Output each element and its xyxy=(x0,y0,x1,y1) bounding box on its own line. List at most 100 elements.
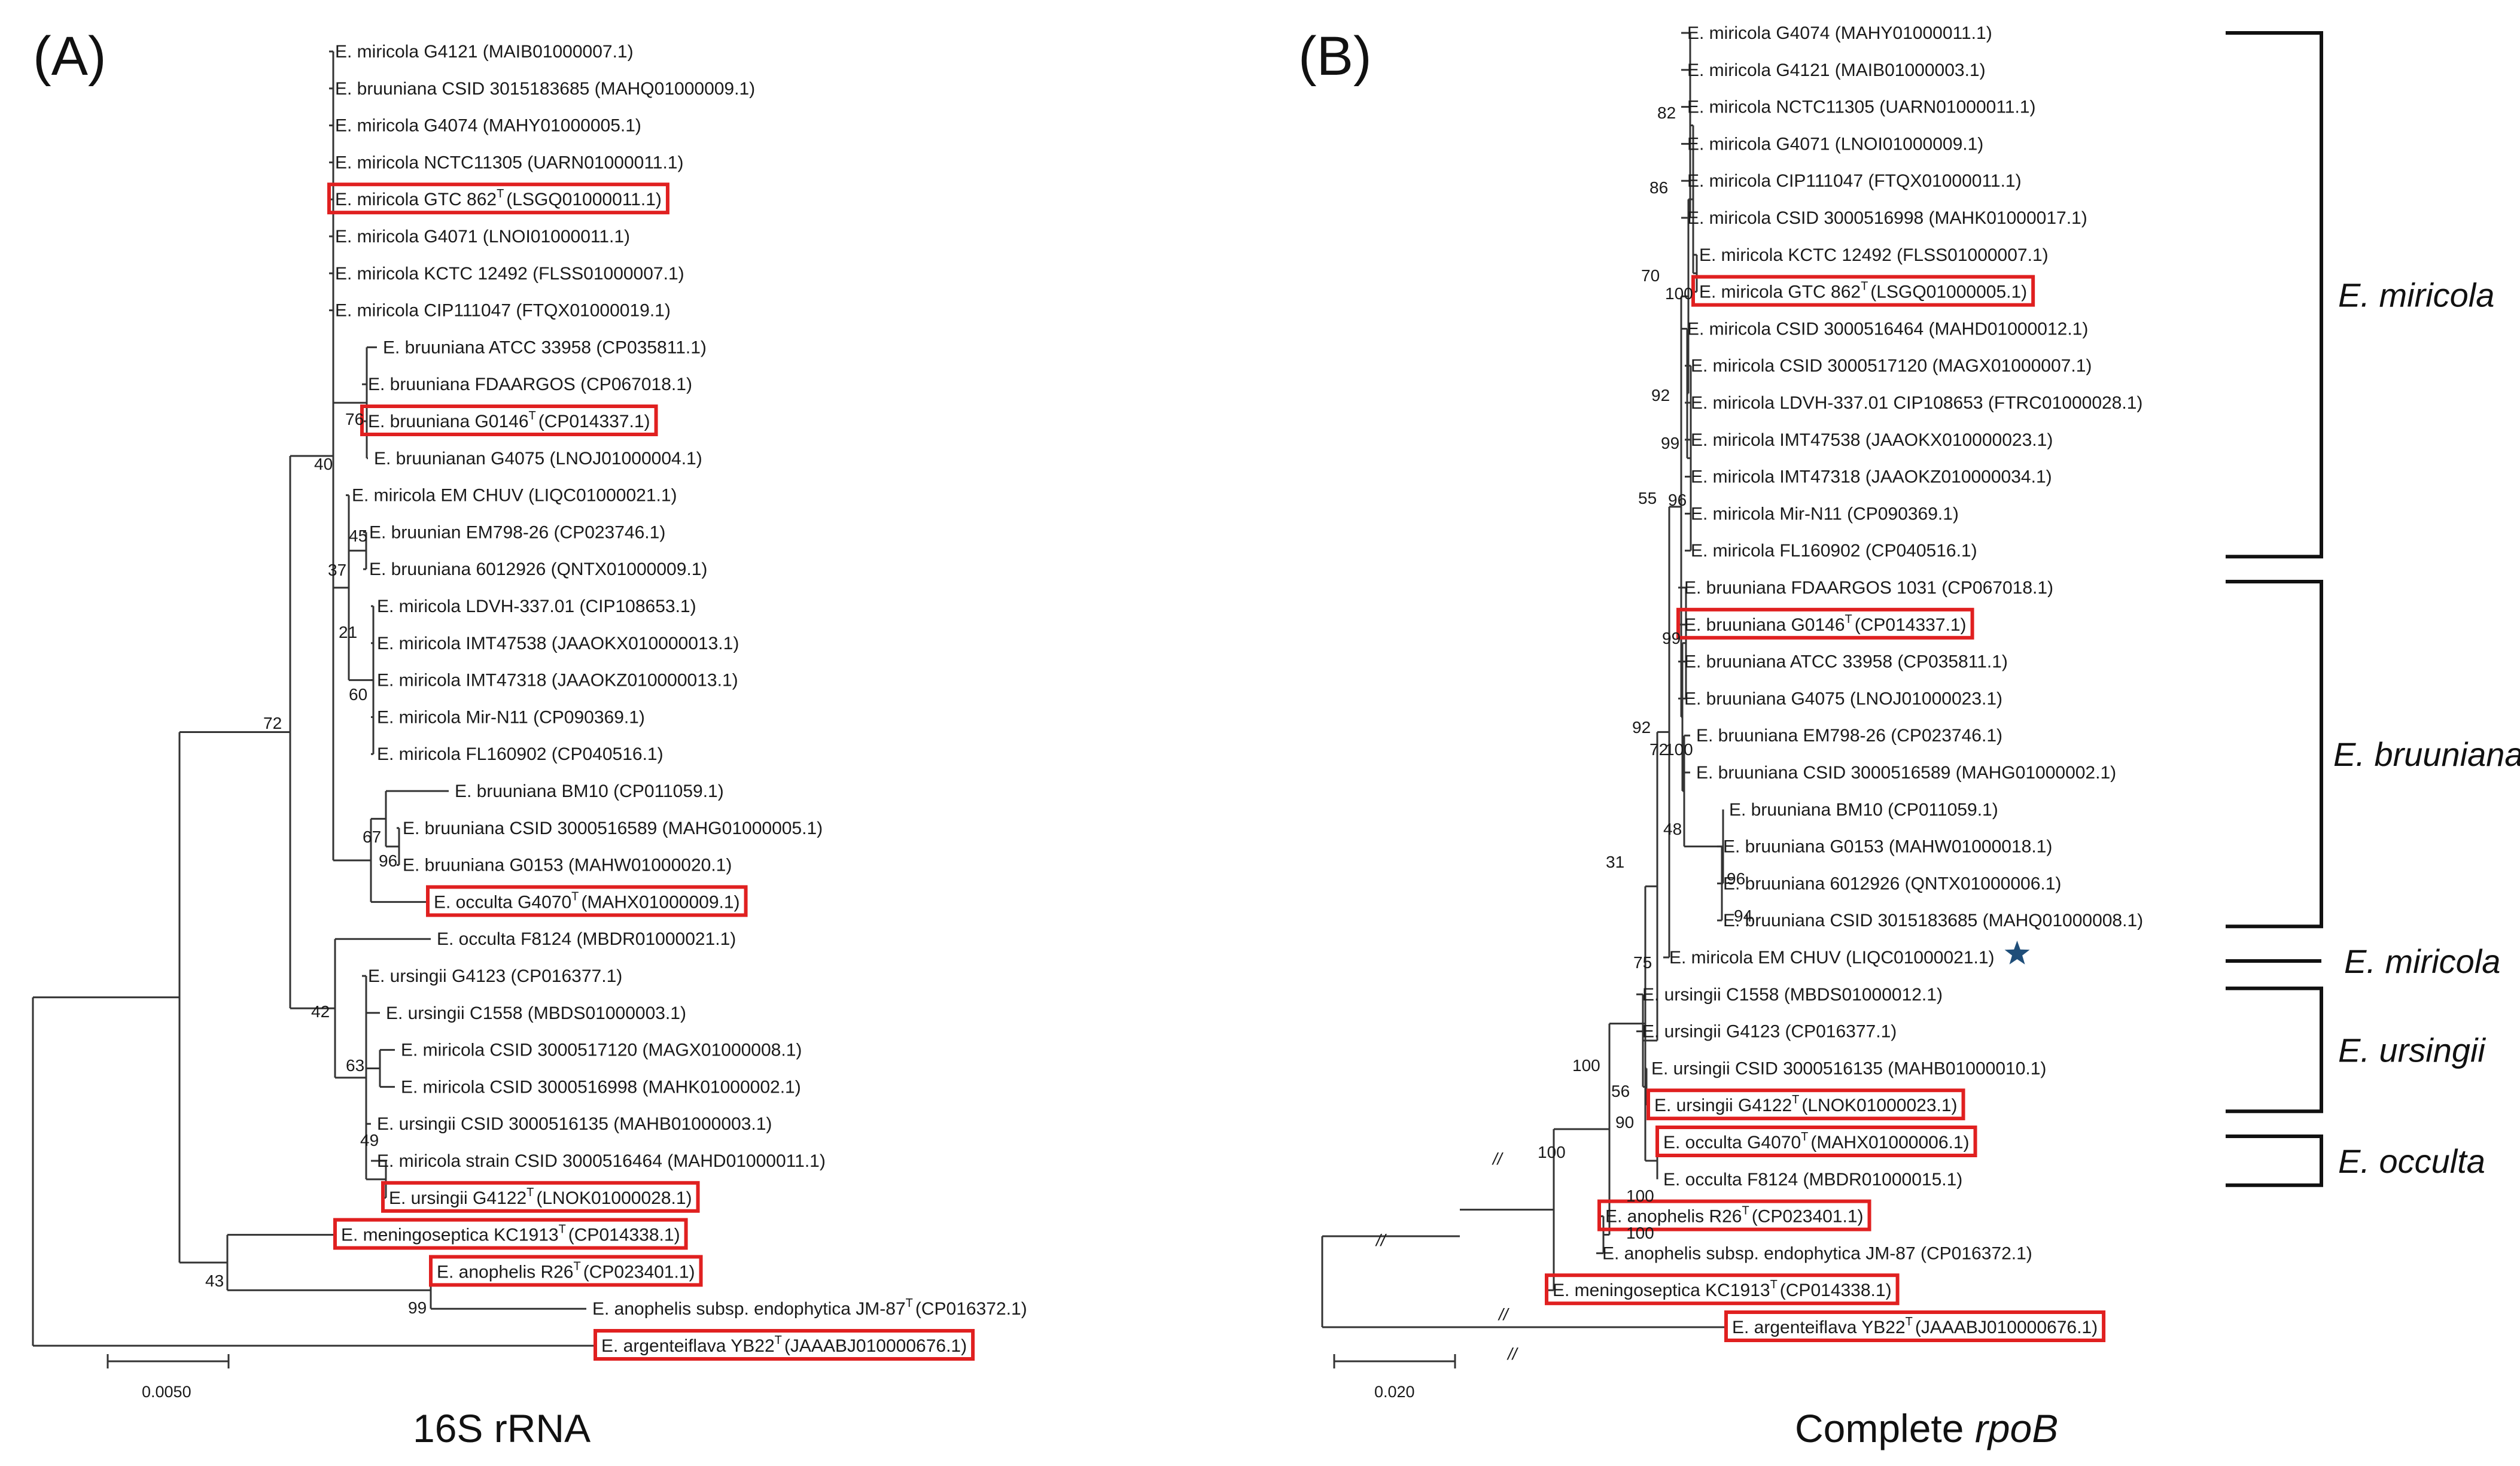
panel_a-bootstrap-value: 42 xyxy=(311,1002,330,1021)
leaf-name: E. argenteiflava YB22 xyxy=(601,1336,775,1356)
panel_a-leaf-label: E. miricola strain CSID 3000516464 (MAHD… xyxy=(377,1151,826,1171)
type-strain-highlight-box xyxy=(429,1255,703,1287)
panel_b-leaf-label: E. ursingii G4122T(LNOK01000023.1) xyxy=(1654,1093,1958,1115)
panel_b-leaf-label: E. bruuniana G4075 (LNOJ01000023.1) xyxy=(1684,689,2002,708)
panel_a-leaf-label: E. meningoseptica KC1913T(CP014338.1) xyxy=(341,1223,680,1245)
panel_b-leaf-label: E. miricola EM CHUV (LIQC01000021.1) xyxy=(1669,948,1995,968)
panel_a-leaf-label: E. occulta F8124 (MBDR01000021.1) xyxy=(437,929,736,949)
branch-break-mark: // xyxy=(1498,1305,1510,1324)
panel_b-leaf-label: E. miricola G4074 (MAHY01000011.1) xyxy=(1687,23,1992,43)
panel_a-leaf-label: E. miricola G4071 (LNOI01000011.1) xyxy=(335,227,630,247)
panel_b-leaf-label: E. miricola IMT47318 (JAAOKZ010000034.1) xyxy=(1691,467,2052,487)
leaf-name: E. miricola G4074 (MAHY01000011.1) xyxy=(1687,23,1992,43)
clade-label: E. ursingii xyxy=(2338,1032,2486,1069)
panel_b-bootstrap-value: 100 xyxy=(1665,284,1693,303)
leaf-name: E. miricola G4071 (LNOI01000009.1) xyxy=(1687,134,1983,154)
panel_b-bootstrap-value: 86 xyxy=(1649,178,1668,197)
leaf-accession: (CP014338.1) xyxy=(568,1225,680,1245)
leaf-name: E. miricola CSID 3000516464 (MAHD0100001… xyxy=(1687,319,2088,339)
leaf-name: E. bruuniana BM10 (CP011059.1) xyxy=(1729,800,1998,820)
panel_b-leaf-label: E. occulta F8124 (MBDR01000015.1) xyxy=(1663,1170,1962,1190)
leaf-name: E. meningoseptica KC1913 xyxy=(341,1225,559,1245)
type-strain-mark: T xyxy=(1906,1315,1913,1328)
panel_b-leaf-label: E. ursingii G4123 (CP016377.1) xyxy=(1642,1022,1897,1042)
type-strain-highlight-box xyxy=(426,885,748,917)
panel_b-bootstrap-value: 56 xyxy=(1611,1082,1630,1100)
panel_b-leaf-label: E. occulta G4070T(MAHX01000006.1) xyxy=(1663,1130,1970,1152)
panel_a-leaf-label: E. miricola IMT47318 (JAAOKZ010000013.1) xyxy=(377,671,738,691)
clade-label: E. miricola xyxy=(2344,942,2500,980)
leaf-name: E. miricola CIP111047 (FTQX01000019.1) xyxy=(335,301,671,321)
panel_b-leaf-label: E. bruuniana FDAARGOS 1031 (CP067018.1) xyxy=(1684,578,2053,598)
clade-bracket xyxy=(2226,580,2323,929)
panel_a-leaf-label: E. miricola CIP111047 (FTQX01000019.1) xyxy=(335,301,671,321)
panel_a-leaf-label: E. miricola GTC 862T(LSGQ01000011.1) xyxy=(335,187,662,209)
panel_a-leaf-label: E. ursingii G4123 (CP016377.1) xyxy=(368,966,622,986)
leaf-name: E. bruuniana G0146 xyxy=(368,412,529,431)
panel_b-bootstrap-value: 99 xyxy=(1662,629,1681,647)
panel_b-leaf-label: E. miricola GTC 862T(LSGQ01000005.1) xyxy=(1699,280,2027,302)
leaf-name: E. ursingii G4122 xyxy=(1654,1096,1792,1115)
clade-bracket xyxy=(2226,986,2323,1114)
panel_a-bootstrap-value: 45 xyxy=(349,527,367,545)
panel_a-bootstrap-value: 49 xyxy=(360,1131,379,1149)
leaf-name: E. occulta G4070 xyxy=(434,892,571,912)
leaf-name: E. bruuniana ATCC 33958 (CP035811.1) xyxy=(383,337,707,357)
leaf-name: E. miricola CSID 3000516998 (MAHK0100000… xyxy=(401,1077,801,1097)
leaf-name: E. bruuniana ATCC 33958 (CP035811.1) xyxy=(1684,652,2008,672)
leaf-name: E. miricola GTC 862 xyxy=(1699,282,1861,302)
panel_b-bootstrap-value: 100 xyxy=(1572,1056,1600,1075)
leaf-name: E. bruuniana CSID 3015183685 (MAHQ010000… xyxy=(1723,911,2143,930)
type-strain-mark: T xyxy=(574,1260,581,1273)
leaf-name: E. anophelis subsp. endophytica JM-87 (C… xyxy=(1602,1243,2032,1263)
leaf-name: E. bruuniana CSID 3000516589 (MAHG010000… xyxy=(1696,763,2116,783)
leaf-name: E. bruuniana G4075 (LNOJ01000023.1) xyxy=(1684,689,2002,708)
type-strain-mark: T xyxy=(1801,1130,1808,1143)
panel_a-leaf-label: E. occulta G4070T(MAHX01000009.1) xyxy=(434,890,740,912)
type-strain-mark: T xyxy=(571,890,579,903)
panel_b-bootstrap-value: 96 xyxy=(1727,869,1745,888)
type-strain-mark: T xyxy=(559,1223,566,1236)
leaf-accession: (CP023401.1) xyxy=(1752,1207,1864,1227)
panel_b-bootstrap-value: 96 xyxy=(1668,491,1687,509)
leaf-accession: (LNOK01000023.1) xyxy=(1801,1096,1957,1115)
panel_b-bootstrap-value: 90 xyxy=(1615,1113,1634,1132)
panel_a-leaf-label: E. miricola NCTC11305 (UARN01000011.1) xyxy=(335,153,683,172)
panel_a-leaf-label: E. bruuniana FDAARGOS (CP067018.1) xyxy=(368,375,692,394)
panel_a-leaf-label: E. bruuniana G0146T(CP014337.1) xyxy=(368,409,650,431)
panel_b-leaf-label: E. anophelis subsp. endophytica JM-87 (C… xyxy=(1602,1243,2032,1263)
leaf-name: E. miricola G4121 (MAIB01000003.1) xyxy=(1687,60,1986,80)
panel_a-bootstrap-value: 40 xyxy=(314,455,333,473)
panel_b-leaf-label: E. bruuniana CSID 3015183685 (MAHQ010000… xyxy=(1723,911,2143,930)
leaf-name: E. ursingii G4123 (CP016377.1) xyxy=(368,966,622,986)
clade-bracket xyxy=(2226,1135,2323,1187)
type-strain-mark: T xyxy=(1792,1093,1799,1106)
type-strain-highlight-box xyxy=(381,1181,700,1213)
panel_a-bootstrap-value: 21 xyxy=(339,623,357,641)
leaf-name: E. miricola CSID 3000517120 (MAGX0100000… xyxy=(1691,356,2092,376)
panel_a-leaf-label: E. miricola G4121 (MAIB01000007.1) xyxy=(335,42,634,62)
leaf-accession: (MAHX01000006.1) xyxy=(1810,1133,1969,1152)
leaf-name: E. bruuniana FDAARGOS 1031 (CP067018.1) xyxy=(1684,578,2053,598)
leaf-name: E. bruuniana CSID 3015183685 (MAHQ010000… xyxy=(335,79,755,99)
scale-bar-a: 0.0050 xyxy=(106,1354,230,1401)
panel_a-leaf-label: E. bruunianan G4075 (LNOJ01000004.1) xyxy=(374,449,702,469)
panel-b-caption-gene: rpoB xyxy=(1975,1406,2058,1450)
tree-b-branch-breaks: //////// xyxy=(1375,1149,1519,1363)
leaf-accession: (JAAABJ010000676.1) xyxy=(1915,1318,2098,1337)
leaf-accession: (CP014338.1) xyxy=(1780,1281,1892,1300)
leaf-name: E. miricola GTC 862 xyxy=(335,190,497,209)
leaf-name: E. miricola FL160902 (CP040516.1) xyxy=(377,744,664,764)
panel_b-bootstrap-value: 100 xyxy=(1665,740,1693,759)
panel_b-leaf-label: E. meningoseptica KC1913T(CP014338.1) xyxy=(1553,1278,1892,1300)
leaf-name: E. miricola CSID 3000517120 (MAGX0100000… xyxy=(401,1041,802,1060)
panel_a-leaf-label: E. miricola LDVH-337.01 (CIP108653.1) xyxy=(377,597,696,616)
panel_b-leaf-label: E. miricola CSID 3000516464 (MAHD0100001… xyxy=(1687,319,2088,339)
panel-b-caption-prefix: Complete xyxy=(1795,1406,1975,1450)
leaf-name: E. miricola CSID 3000516998 (MAHK0100001… xyxy=(1687,208,2087,228)
panel_a-bootstrap-value: 72 xyxy=(263,714,282,732)
panel_b-leaf-label: E. bruuniana G0153 (MAHW01000018.1) xyxy=(1723,837,2052,857)
leaf-name: E. bruuniana BM10 (CP011059.1) xyxy=(455,781,724,801)
panel_a-leaf-label: E. argenteiflava YB22T(JAAABJ010000676.1… xyxy=(601,1334,967,1356)
